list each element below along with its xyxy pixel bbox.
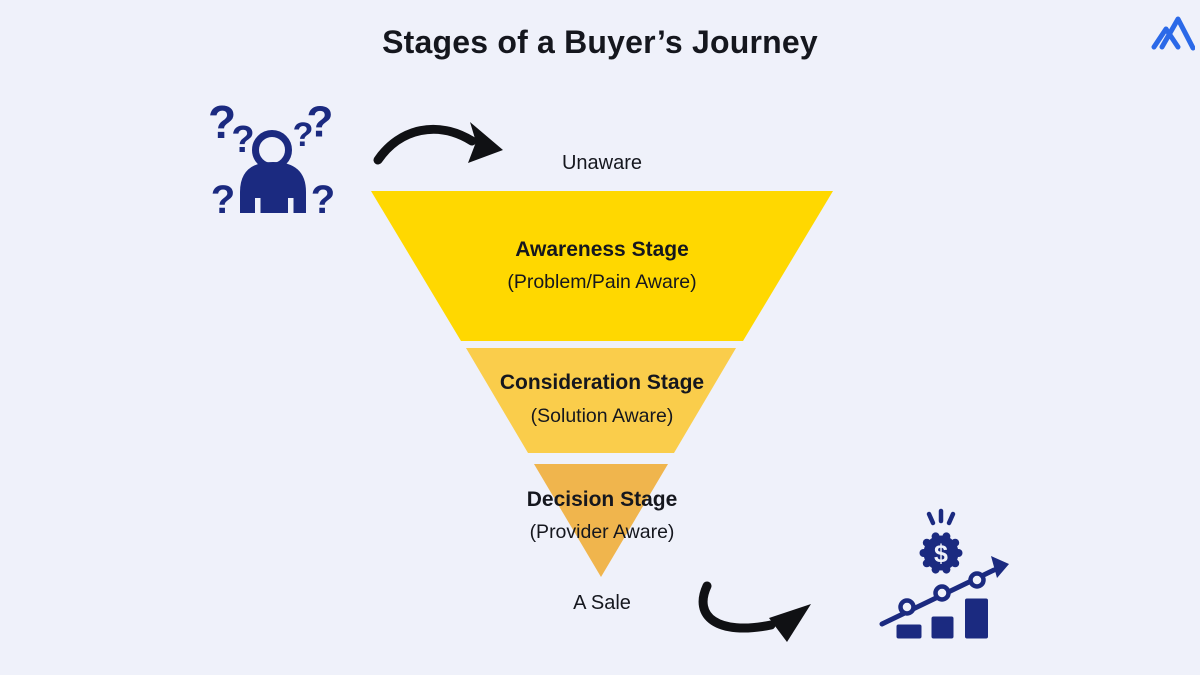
dollar-badge bbox=[919, 532, 963, 574]
funnel-entry-label: Unaware bbox=[561, 152, 643, 174]
stage-decision-name: Decision Stage bbox=[526, 488, 678, 511]
person-body-slit bbox=[255, 198, 261, 213]
logo-small-peak bbox=[1151, 26, 1181, 50]
stage-consideration-subtitle: (Solution Aware) bbox=[530, 405, 674, 427]
curved-arrow-right-icon bbox=[373, 122, 503, 165]
logo-large-peak bbox=[1159, 16, 1195, 51]
curved-arrow-up-right-icon bbox=[698, 581, 811, 642]
funnel-stage-consideration-shape bbox=[466, 348, 736, 453]
question-mark-glyph: ? bbox=[293, 116, 314, 154]
stage-consideration-name: Consideration Stage bbox=[499, 371, 705, 394]
page-title: Stages of a Buyer’s Journey bbox=[382, 24, 818, 60]
bar-chart-bars bbox=[896, 598, 988, 639]
confused-person-with-question-marks-icon: ? ? ? ? ? ? bbox=[208, 96, 335, 222]
question-mark-glyph: ? bbox=[211, 178, 235, 222]
growth-chart-with-dollar-badge-icon: $ bbox=[879, 508, 1009, 639]
question-mark-glyph: ? bbox=[231, 119, 254, 161]
stage-awareness-subtitle: (Problem/Pain Aware) bbox=[507, 271, 697, 293]
dollar-glyph: $ bbox=[934, 540, 948, 568]
sparkle-rays bbox=[926, 508, 956, 526]
question-mark-glyph: ? bbox=[307, 98, 334, 147]
funnel-exit-label: A Sale bbox=[573, 592, 631, 614]
stage-awareness-name: Awareness Stage bbox=[515, 238, 689, 261]
question-mark-glyph: ? bbox=[311, 178, 335, 222]
stage-decision-subtitle: (Provider Aware) bbox=[529, 521, 675, 543]
funnel-stage-awareness-shape bbox=[371, 191, 833, 341]
question-mark-glyph: ? bbox=[208, 96, 236, 148]
trend-line bbox=[879, 556, 1009, 627]
funnel-stage-decision-shape bbox=[534, 464, 668, 577]
mountain-logo-icon bbox=[1151, 16, 1195, 51]
person-body-slit bbox=[288, 198, 294, 213]
